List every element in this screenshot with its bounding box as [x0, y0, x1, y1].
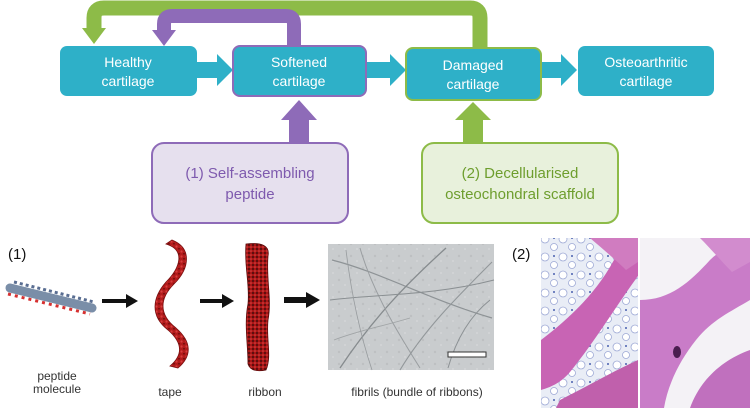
feedback-arrow-purple	[157, 9, 301, 46]
stage-damaged-line1: Damaged	[443, 57, 504, 73]
forward-arrow-2	[366, 54, 406, 86]
treatment-peptide-line2: peptide	[225, 186, 274, 203]
treatment-peptide-box: (1) Self-assembling peptide	[151, 142, 349, 224]
histology-image-left	[541, 238, 638, 408]
assembly-arrow-3	[284, 292, 320, 308]
stage-osteoarthritic-line2: cartilage	[620, 73, 673, 89]
tape-illustration	[154, 239, 189, 369]
stage-damaged: Damaged cartilage	[405, 47, 542, 101]
stage-healthy: Healthy cartilage	[60, 46, 197, 96]
caption-peptide-molecule-line1: peptide	[37, 369, 77, 383]
forward-arrow-1	[197, 54, 233, 86]
fibrils-micrograph	[328, 244, 495, 371]
stage-softened-line2: cartilage	[273, 73, 326, 89]
caption-peptide-molecule: peptide molecule	[2, 370, 112, 396]
forward-arrow-3	[541, 54, 577, 86]
caption-fibrils: fibrils (bundle of ribbons)	[351, 385, 483, 399]
feedback-arrow-purple-head	[152, 30, 176, 46]
stage-softened-line1: Softened	[271, 54, 327, 70]
treatment-arrow-peptide	[281, 100, 317, 143]
panel-2-label: (2)	[512, 246, 531, 263]
caption-tape: tape	[158, 385, 182, 399]
stage-damaged-line2: cartilage	[447, 76, 500, 92]
ribbon-illustration	[245, 243, 270, 372]
treatment-peptide-line1: (1) Self-assembling	[185, 165, 314, 182]
stage-osteoarthritic: Osteoarthritic cartilage	[578, 46, 714, 96]
assembly-arrow-1	[102, 294, 138, 308]
feedback-arrow-green	[86, 0, 488, 48]
caption-ribbon: ribbon	[248, 385, 282, 399]
treatment-scaffold-box: (2) Decellularised osteochondral scaffol…	[421, 142, 619, 224]
treatment-scaffold-line2: osteochondral scaffold	[445, 186, 595, 203]
peptide-molecule-illustration	[5, 280, 97, 316]
panel-1-label: (1)	[8, 246, 27, 263]
treatment-scaffold-line1: (2) Decellularised	[462, 165, 579, 182]
stage-softened: Softened cartilage	[232, 45, 367, 97]
stage-healthy-line2: cartilage	[102, 73, 155, 89]
feedback-arrow-green-head	[82, 28, 106, 44]
caption-peptide-molecule-line2: molecule	[32, 382, 82, 396]
histology-image-right	[640, 238, 750, 408]
treatment-arrow-scaffold	[455, 102, 491, 143]
stage-osteoarthritic-line1: Osteoarthritic	[604, 54, 687, 70]
assembly-arrow-2	[200, 294, 234, 308]
stage-healthy-line1: Healthy	[104, 54, 151, 70]
